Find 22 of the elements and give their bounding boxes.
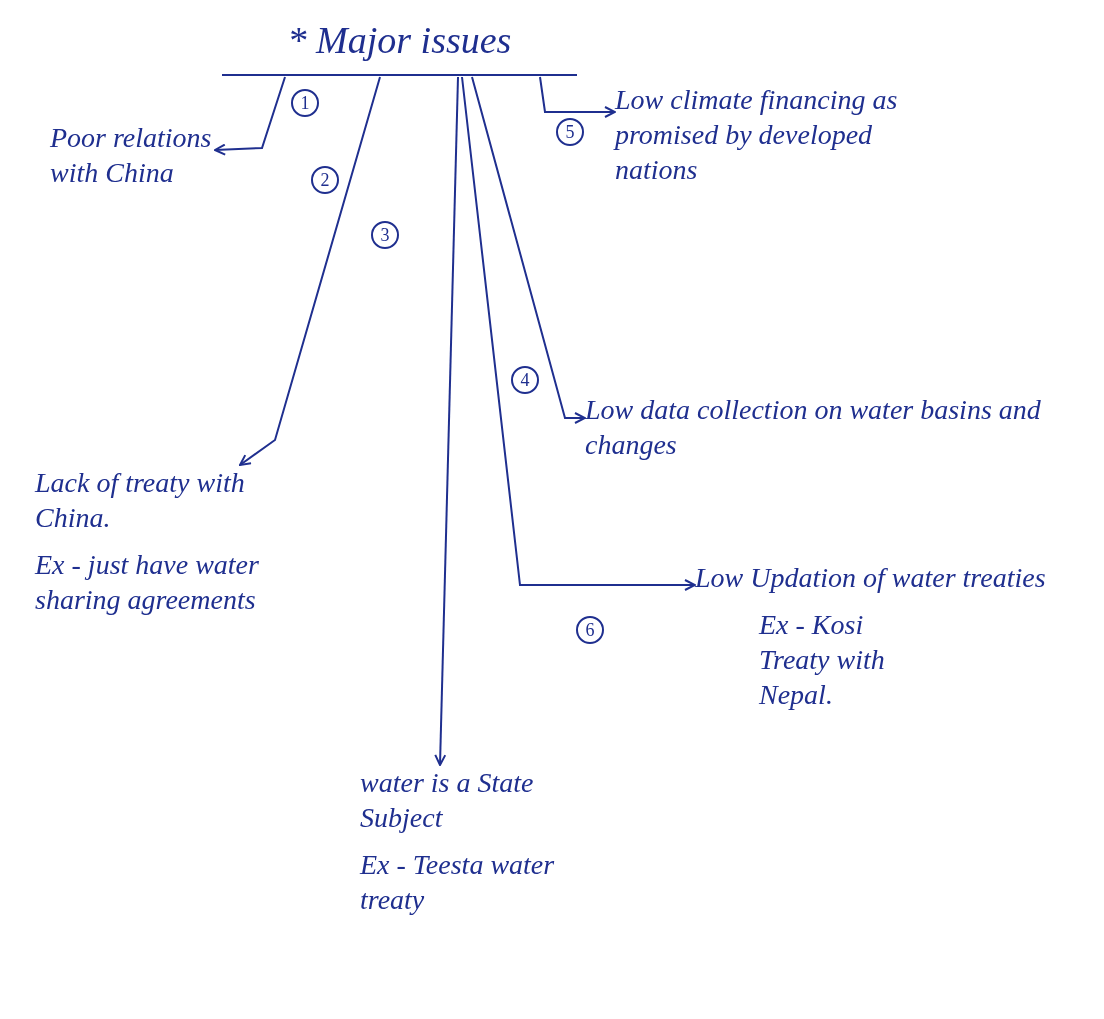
arrow (461, 76, 696, 591)
note-text: water is a State Subject (360, 766, 535, 835)
note-text: Low data collection on water basins and changes (585, 393, 1042, 462)
note-text: Low climate financing as promised by developed nations (615, 83, 899, 187)
edge-label: 4 (511, 366, 539, 394)
edge-label: 3 (371, 221, 399, 249)
edge-label: 2 (311, 166, 339, 194)
note-text: Low Updation of water treaties (695, 561, 1047, 595)
example-note: Ex - just have water sharing agreements (35, 548, 260, 617)
example-note: Ex - Kosi Treaty with Nepal. (757, 608, 886, 712)
heading: * Major issues (287, 18, 512, 64)
edge-label: 6 (576, 616, 604, 644)
edge-label: 5 (556, 118, 584, 146)
note-text: Poor relations with China (50, 121, 213, 190)
example-note: Ex - Teesta water treaty (360, 848, 556, 917)
note-text: Lack of treaty with China. (35, 466, 246, 535)
arrow (434, 76, 459, 766)
arrow (471, 76, 586, 424)
arrow (539, 76, 616, 118)
arrow (239, 76, 381, 466)
arrow (214, 76, 286, 156)
edge-label: 1 (291, 89, 319, 117)
